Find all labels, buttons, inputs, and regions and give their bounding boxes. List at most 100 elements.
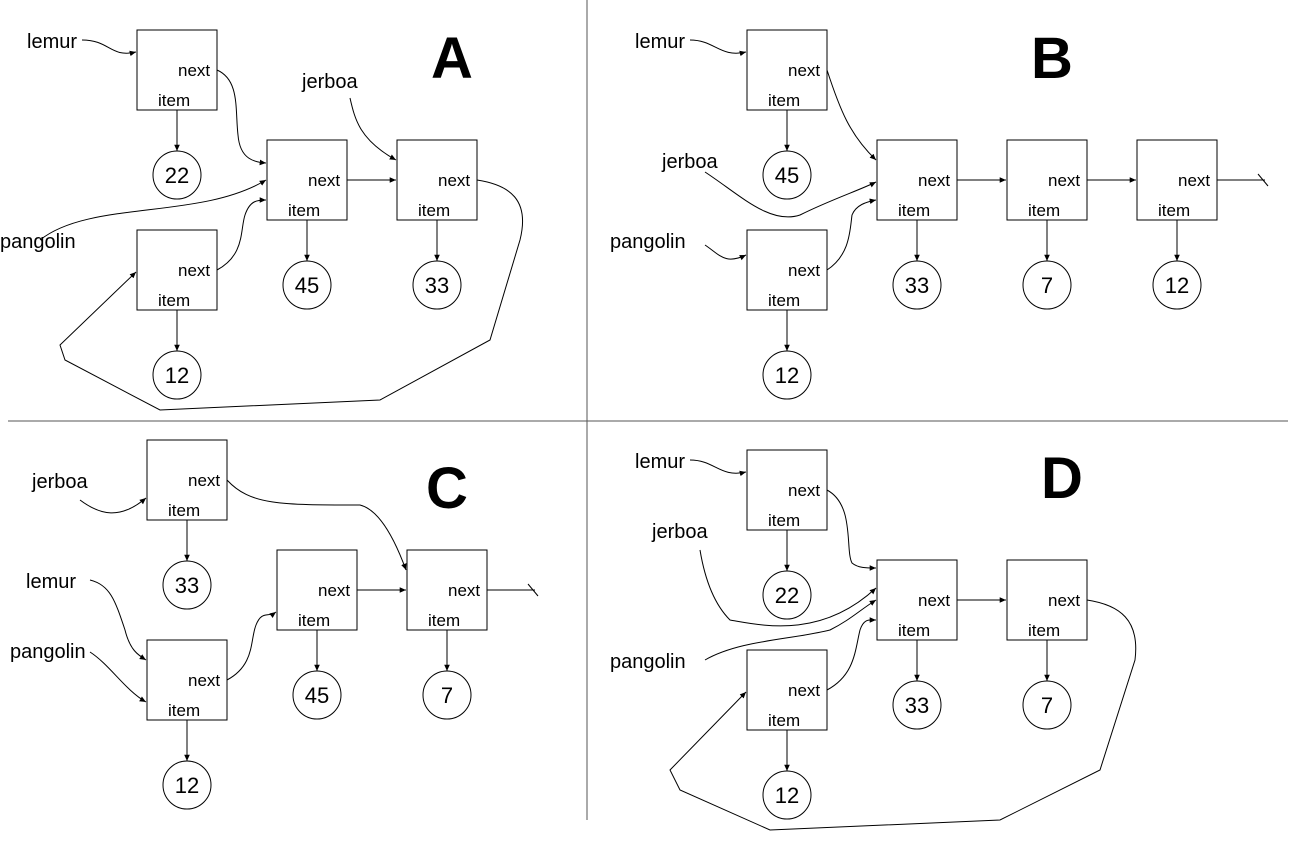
panel-d-node-1-item-field: item xyxy=(768,511,800,530)
panel-d-label: D xyxy=(1041,446,1083,511)
panel-a-node-4-item-field: item xyxy=(158,291,190,310)
panel-b-node-3-box xyxy=(1006,139,1088,221)
panel-c-node-2-next-field: next xyxy=(188,671,220,690)
panel-c-var-pangolin: pangolin xyxy=(10,641,86,663)
panel-d-node-4 xyxy=(746,649,828,731)
panel-a-node-3-item-field: item xyxy=(418,201,450,220)
panel-d-node-3-value: 7 xyxy=(1041,693,1053,718)
panel-b-node-4-next-field: next xyxy=(1178,171,1210,190)
panel-b-var-lemur: lemur xyxy=(635,31,685,53)
panel-a-jerboa-pointer xyxy=(349,97,397,161)
panel-b-jerboa-pointer xyxy=(704,171,877,218)
panel-b-var-jerboa: jerboa xyxy=(661,151,718,173)
panel-a-var-pangolin: pangolin xyxy=(0,231,76,253)
panel-d-node-4-item-field: item xyxy=(768,711,800,730)
panel-d-node-4-value: 12 xyxy=(775,783,799,808)
panel-d-node-3-next-pointer xyxy=(669,599,1137,831)
panel-c-node-3-next-field: next xyxy=(318,581,350,600)
panel-d-node-2-box xyxy=(876,559,958,641)
panel-b-node-4 xyxy=(1136,139,1218,221)
panel-b-null-terminator xyxy=(1257,173,1269,187)
panel-d-node-3-box xyxy=(1006,559,1088,641)
panel-b-node-2-item-field: item xyxy=(898,201,930,220)
panel-c-node-1-value: 33 xyxy=(175,573,199,598)
panel-d-node-1 xyxy=(746,449,828,531)
panel-c-node-2 xyxy=(146,639,228,721)
panel-b-node-4-item-field: item xyxy=(1158,201,1190,220)
panel-a-node-4-value: 12 xyxy=(165,363,189,388)
nodes-layer xyxy=(136,29,1218,820)
panel-c-node-2-box xyxy=(146,639,228,721)
panel-d-jerboa-pointer xyxy=(699,549,877,627)
panel-c-node-1-next-field: next xyxy=(188,471,220,490)
panel-b-node-2-box xyxy=(876,139,958,221)
panel-c-node-3-item-field: item xyxy=(298,611,330,630)
panel-b-node-1-next-field: next xyxy=(788,61,820,80)
panel-d-lemur-pointer xyxy=(689,459,747,477)
panel-c-node-3-value: 45 xyxy=(305,683,329,708)
panel-b-node-1-box xyxy=(746,29,828,111)
panel-d-node-2-value-circle xyxy=(892,680,942,730)
panel-c-null-terminator xyxy=(527,583,539,597)
panel-d-node-3-value-circle xyxy=(1022,680,1072,730)
panel-b-lemur-pointer xyxy=(689,39,747,57)
panel-a-node-1-next-field: next xyxy=(178,61,210,80)
panel-b-label: B xyxy=(1031,26,1073,91)
panel-a-node-1-value-circle xyxy=(152,150,202,200)
panel-b-node-4-box xyxy=(1136,139,1218,221)
panel-d-node-3-item-field: item xyxy=(1028,621,1060,640)
panel-c-node-3 xyxy=(276,549,358,631)
panel-d-node-3 xyxy=(1006,559,1088,641)
panel-b-node-5-value-circle xyxy=(762,350,812,400)
panel-c-node-4-value-circle xyxy=(422,670,472,720)
panel-b-pangolin-pointer xyxy=(704,244,747,261)
panel-c-node-4-item-field: item xyxy=(428,611,460,630)
panel-b-node-2-value-circle xyxy=(892,260,942,310)
panel-a-node-4-box xyxy=(136,229,218,311)
panel-a-pangolin-pointer xyxy=(39,179,267,241)
panel-b-node-3-value: 7 xyxy=(1041,273,1053,298)
panel-a-node-4-next-pointer xyxy=(216,197,267,271)
panel-a-node-3-box xyxy=(396,139,478,221)
panel-d-node-1-value: 22 xyxy=(775,583,799,608)
panel-c-var-jerboa: jerboa xyxy=(31,471,88,493)
panel-c-node-4-box xyxy=(406,549,488,631)
panel-b-node-1-item-field: item xyxy=(768,91,800,110)
panel-b-node-5-box xyxy=(746,229,828,311)
panel-a-node-1-next-pointer xyxy=(216,69,267,166)
panel-d-node-2-next-field: next xyxy=(918,591,950,610)
panel-a-var-jerboa: jerboa xyxy=(301,71,358,93)
panel-d-node-2-item-field: item xyxy=(898,621,930,640)
panel-b-node-5 xyxy=(746,229,828,311)
panel-a-var-lemur: lemur xyxy=(27,31,77,53)
panel-a-node-2-value-circle xyxy=(282,260,332,310)
panel-d-node-4-value-circle xyxy=(762,770,812,820)
panel-c-jerboa-pointer xyxy=(79,497,147,514)
panel-a-node-2-item-field: item xyxy=(288,201,320,220)
panel-d-pangolin-pointer xyxy=(704,599,877,661)
panel-b-node-5-item-field: item xyxy=(768,291,800,310)
panel-c-node-4-value: 7 xyxy=(441,683,453,708)
edges-layer xyxy=(39,39,1269,831)
panel-d-node-1-value-circle xyxy=(762,570,812,620)
panel-c-pangolin-pointer xyxy=(89,651,147,703)
panel-b-var-pangolin: pangolin xyxy=(610,231,686,253)
panel-a-label: A xyxy=(431,26,473,91)
panel-a-node-1-value: 22 xyxy=(165,163,189,188)
panel-b-node-1-next-pointer xyxy=(826,69,877,161)
panel-c-lemur-pointer xyxy=(89,579,147,661)
panel-b-node-4-value: 12 xyxy=(1165,273,1189,298)
panel-a-node-3-next-pointer xyxy=(59,179,524,411)
panel-c-node-1 xyxy=(146,439,228,521)
panel-c-node-1-next-pointer xyxy=(226,479,407,571)
panel-d-node-4-next-pointer xyxy=(826,617,877,691)
panel-b-node-2-next-field: next xyxy=(918,171,950,190)
panel-a-node-1-box xyxy=(136,29,218,111)
panel-c-node-3-value-circle xyxy=(292,670,342,720)
panel-d-var-jerboa: jerboa xyxy=(651,521,708,543)
panel-a-node-2-box xyxy=(266,139,348,221)
panel-b-node-5-value: 12 xyxy=(775,363,799,388)
panel-c-node-4-next-field: next xyxy=(448,581,480,600)
panel-a-node-3-value: 33 xyxy=(425,273,449,298)
panel-d-node-3-next-field: next xyxy=(1048,591,1080,610)
